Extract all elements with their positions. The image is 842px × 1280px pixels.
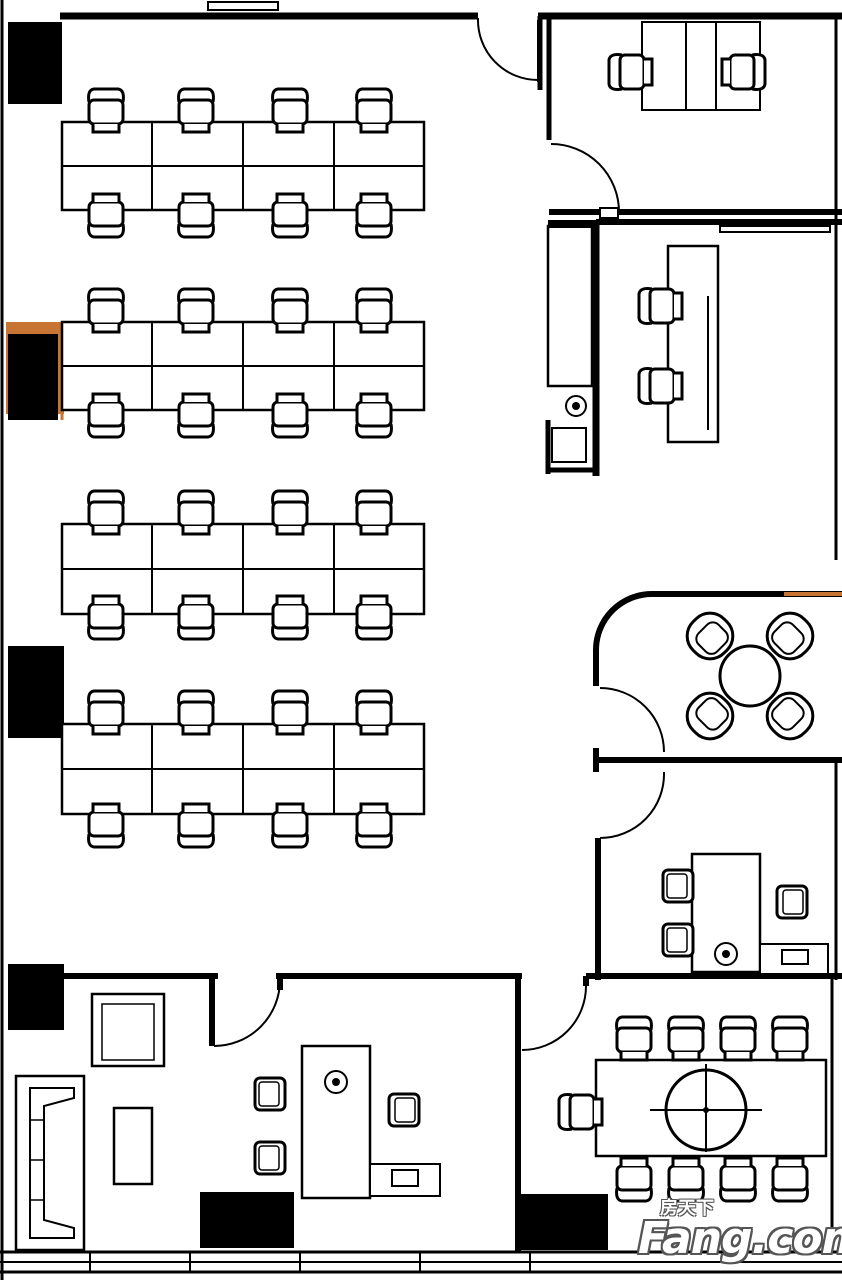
top-right-office — [476, 16, 842, 219]
workstation-cluster-3 — [60, 489, 426, 641]
manager-office — [545, 219, 842, 560]
watermark-cn: 房天下 — [660, 1198, 714, 1219]
executive-office — [14, 973, 522, 1252]
workstation-cluster-1 — [60, 87, 426, 239]
watermark: 房天下 Fang.com — [638, 1194, 842, 1264]
workstation-cluster-4 — [60, 689, 426, 849]
round-table-room — [593, 591, 842, 772]
small-office — [586, 760, 842, 980]
watermark-brand: Fang.com — [638, 1213, 842, 1264]
conference-room — [521, 976, 834, 1252]
workstation-cluster-2 — [60, 287, 426, 439]
